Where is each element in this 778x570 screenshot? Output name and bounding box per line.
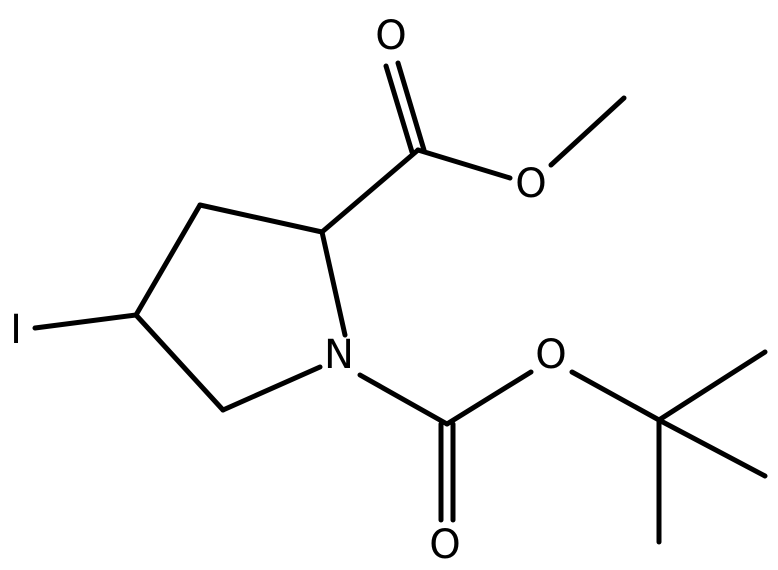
atom-label-oxygen-carbonyl-bottom: O bbox=[429, 522, 460, 568]
bond-ester-oxygen-methyl bbox=[548, 95, 627, 168]
bond-ester-carbon-oxygen bbox=[415, 147, 513, 181]
bond-ring-c4-c5 bbox=[133, 312, 226, 413]
bond-carbamate-carbon-oxygen bbox=[444, 369, 534, 427]
bond-c4-iodine bbox=[32, 312, 139, 331]
atom-label-oxygen-ester-bottom: O bbox=[535, 332, 566, 378]
bond-n-carbamate-carbon bbox=[357, 372, 450, 427]
bond-ester-carbonyl-double-b bbox=[383, 63, 415, 155]
bond-c2-ester-carbon bbox=[319, 147, 421, 235]
bond-tbutyl-methyl-top bbox=[656, 349, 768, 423]
bond-ring-c5-n bbox=[220, 364, 323, 413]
bond-ring-c3-c4 bbox=[133, 202, 203, 318]
atom-label-oxygen-ester-top: O bbox=[515, 161, 546, 207]
bond-ester-carbonyl-double-a bbox=[395, 60, 427, 153]
bond-ring-n-c2 bbox=[319, 229, 348, 338]
bond-ring-c2-c3 bbox=[197, 202, 325, 235]
bond-tbutyl-methyl-right bbox=[656, 417, 768, 479]
atom-label-nitrogen: N bbox=[324, 332, 354, 378]
bond-carbamate-oxygen-tbutyl bbox=[569, 369, 662, 423]
atom-label-iodine: I bbox=[10, 307, 22, 353]
atom-label-oxygen-carbonyl-top: O bbox=[375, 13, 406, 59]
